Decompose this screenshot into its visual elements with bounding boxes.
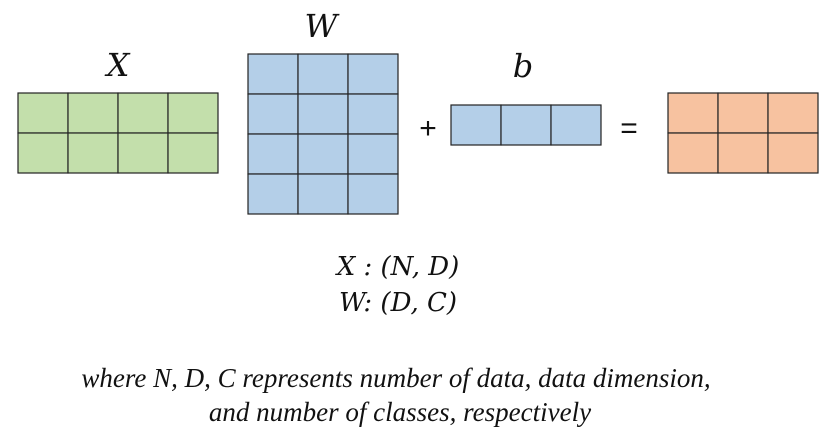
- matrix-out-cell: [667, 92, 719, 134]
- matrix-w-cell: [247, 93, 299, 135]
- matrix-w-cell: [347, 133, 399, 175]
- matrix-x-cell: [17, 132, 69, 174]
- matrix-x-cell: [167, 92, 219, 134]
- matrix-x-cell: [117, 132, 169, 174]
- matrix-out-cell: [717, 132, 769, 174]
- matrix-w-cell: [347, 93, 399, 135]
- matrix-w-cell: [247, 133, 299, 175]
- matrix-w-cell: [347, 173, 399, 215]
- matrix-x-cell: [67, 132, 119, 174]
- plus-operator: +: [419, 112, 437, 145]
- matrix-b-cell: [500, 104, 552, 146]
- matrix-output: [667, 92, 819, 174]
- matrix-x-cell: [117, 92, 169, 134]
- matrix-x: [17, 92, 219, 174]
- matrix-w-cell: [297, 133, 349, 175]
- matrix-out-cell: [717, 92, 769, 134]
- label-w: W: [305, 7, 341, 45]
- matrix-w-cell: [297, 53, 349, 95]
- equals-operator: =: [620, 112, 638, 145]
- matrix-x-cell: [17, 92, 69, 134]
- shape-x: X : (N, D): [335, 252, 460, 282]
- label-x: X: [104, 46, 131, 84]
- matrix-w: [247, 53, 399, 215]
- matrix-out-cell: [667, 132, 719, 174]
- matrix-b-cell: [550, 104, 602, 146]
- matrix-w-cell: [347, 53, 399, 95]
- matrix-w-cell: [247, 173, 299, 215]
- matrix-w-cell: [297, 173, 349, 215]
- caption-line-1: where N, D, C represents number of data,…: [81, 363, 710, 393]
- matrix-x-cell: [67, 92, 119, 134]
- matrix-w-cell: [297, 93, 349, 135]
- label-b: b: [513, 47, 533, 85]
- shape-w: W: (D, C): [339, 288, 457, 318]
- matrix-w-cell: [247, 53, 299, 95]
- matrix-x-cell: [167, 132, 219, 174]
- matrix-b: [450, 104, 602, 146]
- matrix-out-cell: [767, 132, 819, 174]
- caption-line-2: and number of classes, respectively: [209, 397, 591, 427]
- matrix-out-cell: [767, 92, 819, 134]
- matrix-b-cell: [450, 104, 502, 146]
